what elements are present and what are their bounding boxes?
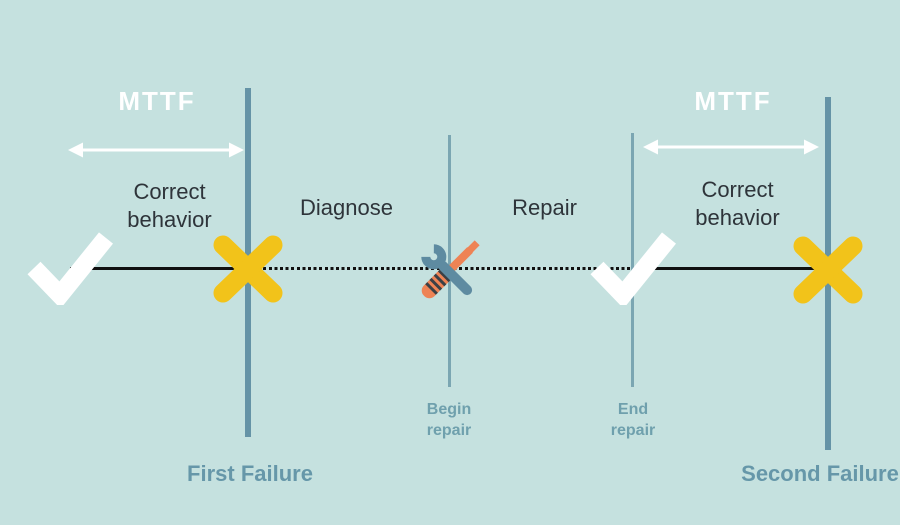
x-mark-icon <box>210 233 286 305</box>
end-repair-line2: repair <box>610 422 656 439</box>
check-icon <box>590 231 676 305</box>
begin-repair-label: Begin repair <box>404 399 494 441</box>
correct-behavior-line2: behavior <box>127 207 212 232</box>
repair-label: Repair <box>512 195 577 220</box>
x-mark-icon <box>790 234 866 306</box>
first-failure-label: First Failure <box>187 461 313 486</box>
end-repair-line <box>631 133 634 387</box>
begin-repair-line2: repair <box>426 422 472 439</box>
mttf-label-left: MTTF <box>118 86 196 116</box>
correct-behavior-line1: Correct <box>133 179 206 204</box>
timeline-solid-segment-2 <box>633 267 826 270</box>
wrench-and-screwdriver-icon <box>411 230 489 310</box>
double-arrow-icon <box>64 139 248 161</box>
end-repair-label: End repair <box>588 399 678 441</box>
mttf-label-right: MTTF <box>694 86 772 116</box>
correct-behavior-line2: behavior <box>695 205 780 230</box>
second-failure-label: Second Failure <box>741 461 899 486</box>
end-repair-line1: End <box>617 401 649 418</box>
check-icon <box>27 231 113 305</box>
begin-repair-line1: Begin <box>426 401 472 418</box>
correct-behavior-label-left: Correct behavior <box>92 178 247 234</box>
double-arrow-icon <box>639 136 823 158</box>
correct-behavior-line1: Correct <box>701 177 774 202</box>
timeline-solid-segment-1 <box>70 267 250 270</box>
correct-behavior-label-right: Correct behavior <box>660 176 815 232</box>
diagnose-label: Diagnose <box>300 195 393 220</box>
begin-repair-line <box>448 135 451 387</box>
